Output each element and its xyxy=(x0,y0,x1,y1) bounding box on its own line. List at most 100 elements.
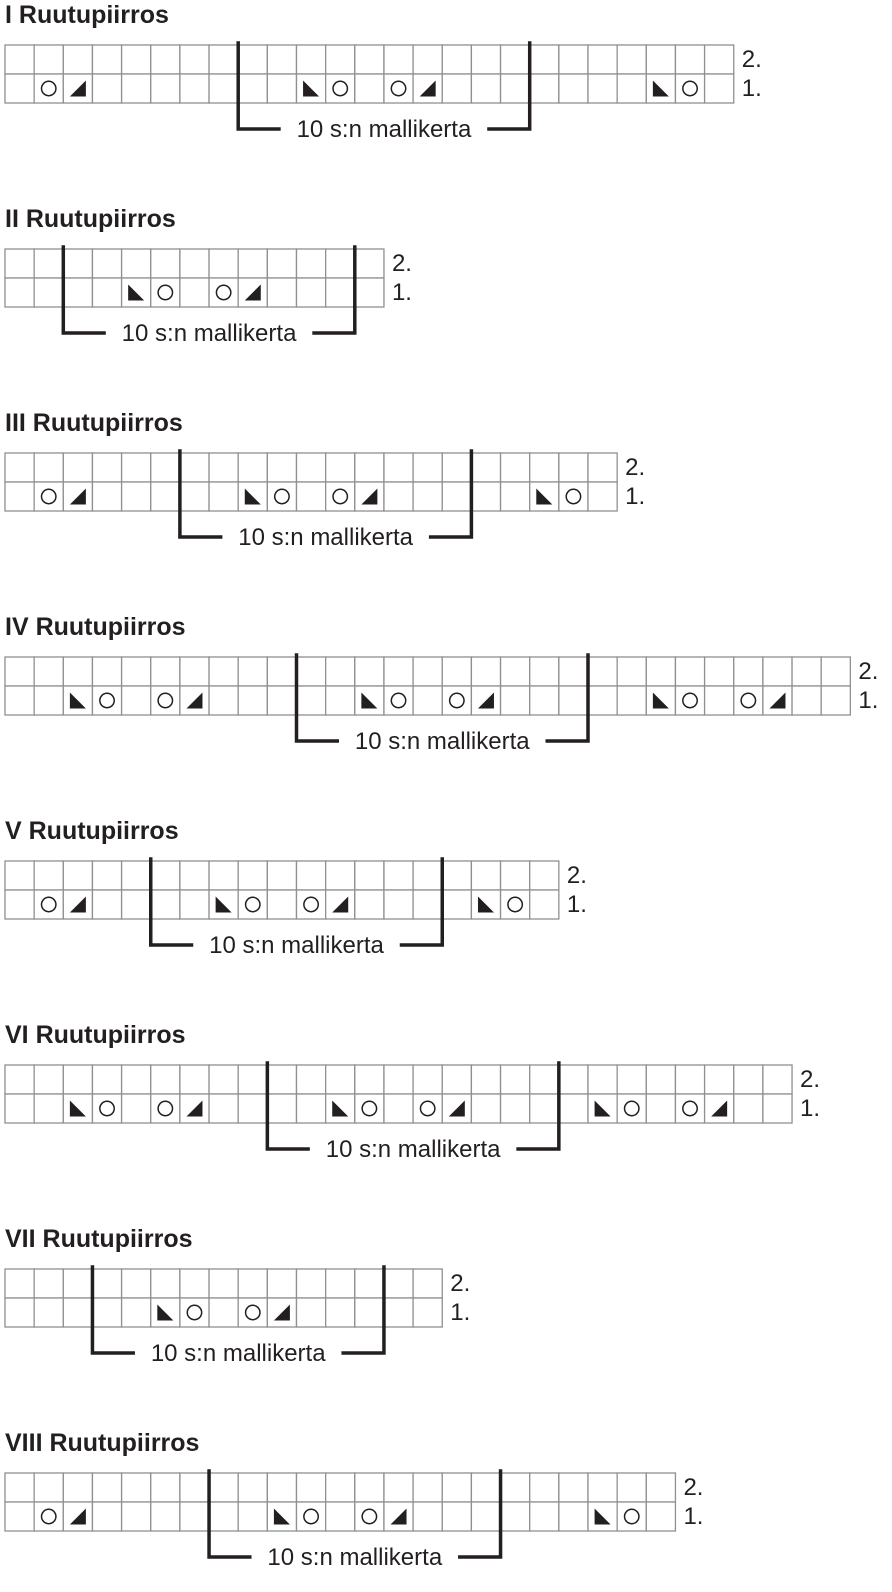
chart-cell xyxy=(645,1093,677,1124)
chart-cell xyxy=(62,73,94,104)
right-slanting-decrease-triangle-icon xyxy=(711,1100,728,1117)
repeat-bracket: 10 s:n mallikerta xyxy=(265,1061,561,1163)
chart-cell xyxy=(674,656,706,687)
chart-cell xyxy=(470,481,502,512)
chart-cell xyxy=(91,248,123,279)
chart-cell xyxy=(4,481,35,512)
chart-cell xyxy=(237,685,268,716)
chart-cell xyxy=(587,452,618,483)
chart-cell xyxy=(179,481,210,512)
chart-cell xyxy=(529,452,560,483)
chart-cell xyxy=(295,656,327,687)
chart-cell xyxy=(120,452,152,483)
right-slanting-decrease-triangle-icon xyxy=(69,488,86,505)
chart-cell xyxy=(179,452,210,483)
chart-cell xyxy=(150,656,181,687)
chart-cell xyxy=(4,889,35,920)
chart-cell xyxy=(120,656,152,687)
chart-cell xyxy=(62,277,94,308)
chart-cell xyxy=(529,860,560,891)
chart-cell xyxy=(587,685,618,716)
chart-cell xyxy=(354,685,385,716)
yarn-over-circle-icon xyxy=(303,1508,320,1525)
chart-cell xyxy=(120,1064,152,1095)
chart-row xyxy=(4,452,618,483)
chart-cell xyxy=(4,1297,35,1328)
chart-cell xyxy=(529,1064,560,1095)
repeat-bracket-left xyxy=(265,1061,310,1151)
chart-cell xyxy=(791,685,822,716)
chart-cell xyxy=(499,1501,531,1532)
chart-title: V Ruutupiirros xyxy=(5,817,179,845)
chart-cell xyxy=(120,1093,152,1124)
chart-cell xyxy=(412,481,443,512)
chart-cell xyxy=(266,889,298,920)
chart-cell xyxy=(208,1297,239,1328)
chart-cell xyxy=(295,44,327,75)
repeat-bracket-left xyxy=(61,245,106,335)
chart-cell xyxy=(120,248,152,279)
chart-cell xyxy=(4,277,35,308)
chart-cell xyxy=(120,1472,152,1503)
right-slanting-decrease-triangle-icon xyxy=(186,1100,203,1117)
chart-cell xyxy=(645,1472,677,1503)
chart-cell xyxy=(179,277,210,308)
chart-cell xyxy=(4,73,35,104)
chart-cell xyxy=(470,44,502,75)
chart-cell xyxy=(383,44,414,75)
chart-cell xyxy=(237,452,268,483)
chart-cell xyxy=(354,277,385,308)
chart-cell xyxy=(91,656,123,687)
chart-cell xyxy=(616,44,647,75)
chart-cell xyxy=(4,860,35,891)
chart-cell xyxy=(266,277,298,308)
chart-cell xyxy=(62,1297,94,1328)
chart-cell xyxy=(324,1064,356,1095)
chart-cell xyxy=(383,481,414,512)
chart-cell xyxy=(470,1501,502,1532)
chart-cell xyxy=(91,452,123,483)
chart-cell xyxy=(529,1501,560,1532)
chart-cell xyxy=(237,1472,268,1503)
chart-cell xyxy=(62,1472,94,1503)
chart-cell xyxy=(62,44,94,75)
chart-cell xyxy=(208,1472,239,1503)
chart-cell xyxy=(62,452,94,483)
left-slanting-decrease-triangle-icon xyxy=(536,488,553,505)
chart-cell xyxy=(33,1093,64,1124)
chart-cell xyxy=(266,1064,298,1095)
chart-cell xyxy=(324,685,356,716)
chart-cell xyxy=(703,656,735,687)
chart-row xyxy=(4,1501,677,1532)
yarn-over-circle-icon xyxy=(448,692,465,709)
chart-cell xyxy=(33,889,64,920)
chart-cell xyxy=(4,1093,35,1124)
chart-cell xyxy=(91,1268,123,1299)
left-slanting-decrease-triangle-icon xyxy=(652,80,669,97)
row-number-label: 2. xyxy=(683,1474,703,1501)
yarn-over-circle-icon xyxy=(40,80,57,97)
right-slanting-decrease-triangle-icon xyxy=(244,284,261,301)
repeat-bracket-left xyxy=(149,857,194,947)
chart-cell xyxy=(62,1064,94,1095)
chart-cell xyxy=(324,452,356,483)
chart-cell xyxy=(529,685,560,716)
chart-cell xyxy=(499,656,531,687)
chart-cell xyxy=(150,248,181,279)
chart-cell xyxy=(412,452,443,483)
chart-cell xyxy=(237,656,268,687)
repeat-bracket-right xyxy=(545,653,590,743)
chart-cell xyxy=(266,1472,298,1503)
chart-cell xyxy=(295,481,327,512)
chart-title: I Ruutupiirros xyxy=(5,1,169,29)
chart-cell xyxy=(33,1064,64,1095)
row-number-label: 2. xyxy=(392,250,412,277)
chart-row xyxy=(4,481,618,512)
right-slanting-decrease-triangle-icon xyxy=(419,80,436,97)
yarn-over-circle-icon xyxy=(390,692,407,709)
chart-cell xyxy=(208,1501,239,1532)
chart-cell xyxy=(4,452,35,483)
left-slanting-decrease-triangle-icon xyxy=(652,692,669,709)
chart-cell xyxy=(150,1472,181,1503)
